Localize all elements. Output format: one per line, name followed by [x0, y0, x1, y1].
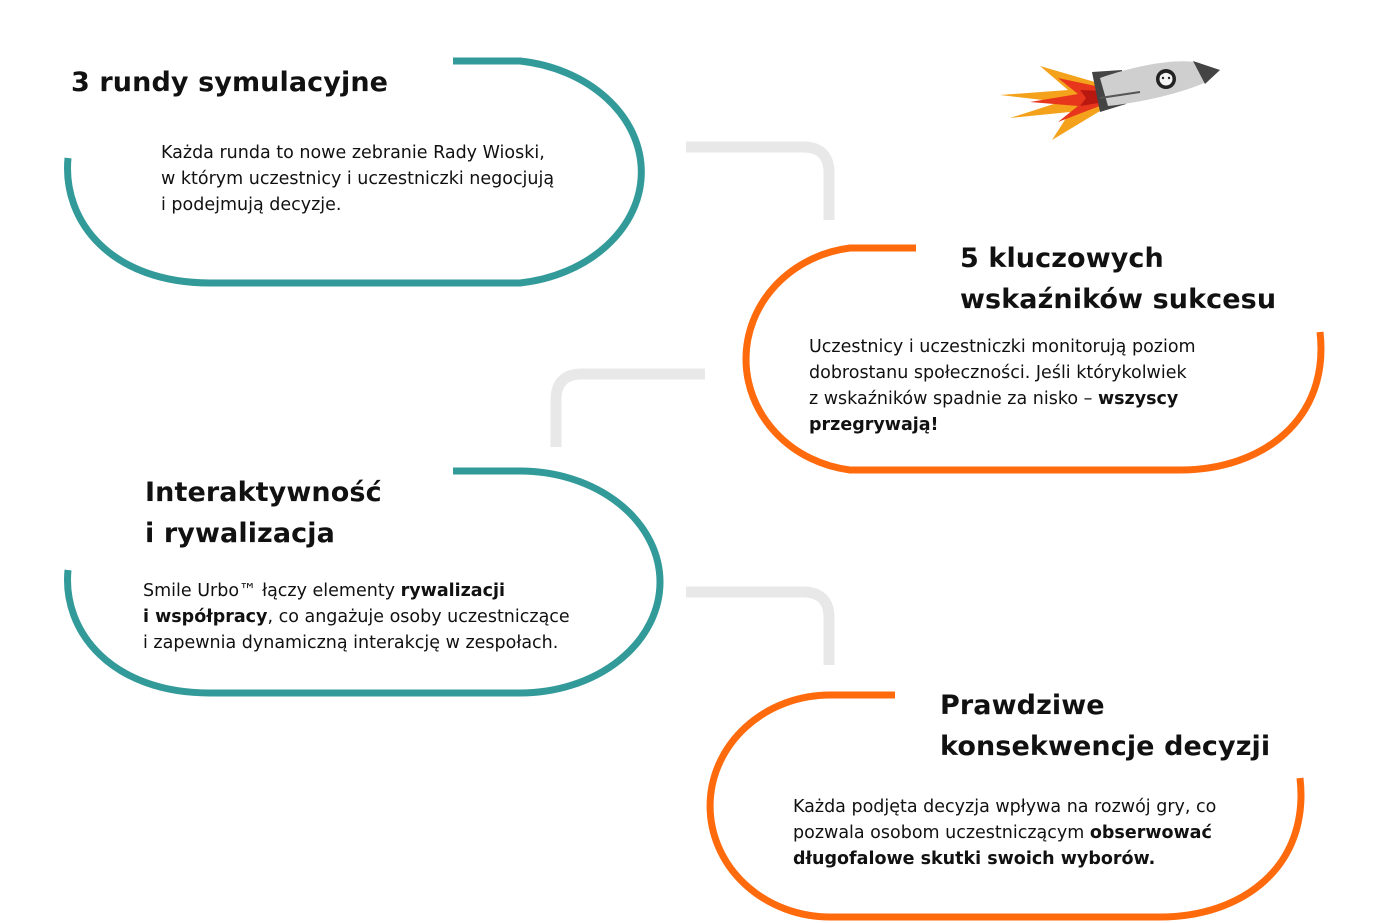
- card-body-line: Smile Urbo™ łączy elementy rywalizacji: [143, 578, 570, 604]
- card-indicators-description: Uczestnicy i uczestniczki monitorują poz…: [809, 334, 1196, 438]
- card-body-line: z wskaźników spadnie za nisko – wszyscy: [809, 386, 1196, 412]
- card-rounds-outline: [64, 57, 645, 287]
- card-body-line: i zapewnia dynamiczną interakcję w zespo…: [143, 630, 570, 656]
- rocket-icon: [1000, 61, 1220, 140]
- card-consequences-description: Każda podjęta decyzja wpływa na rozwój g…: [793, 794, 1216, 872]
- card-indicators-outline: [742, 244, 1325, 474]
- card-title-line: i rywalizacja: [145, 518, 335, 549]
- card-body-line: pozwala osobom uczestniczącym obserwować: [793, 820, 1216, 846]
- text-run: i zapewnia dynamiczną interakcję w zespo…: [143, 633, 559, 653]
- text-run: dobrostanu społeczności. Jeśli którykolw…: [809, 363, 1187, 383]
- text-run: Uczestnicy i uczestniczki monitorują poz…: [809, 337, 1196, 357]
- card-interactivity-outline: [64, 467, 664, 697]
- card-title-line: konsekwencje decyzji: [940, 731, 1271, 762]
- card-rounds-description: Każda runda to nowe zebranie Rady Wioski…: [161, 140, 554, 218]
- text-run-bold: i współpracy: [143, 607, 268, 627]
- text-run: z wskaźników spadnie za nisko –: [809, 389, 1098, 409]
- card-title-line: wskaźników sukcesu: [960, 284, 1277, 315]
- card-body-line: i podejmują decyzje.: [161, 192, 554, 218]
- card-title-line: Prawdziwe: [940, 690, 1105, 721]
- card-body-line: Każda runda to nowe zebranie Rady Wioski…: [161, 140, 554, 166]
- card-consequences-title: Prawdziwe konsekwencje decyzji: [940, 685, 1270, 767]
- card-body-line: i współpracy, co angażuje osoby uczestni…: [143, 604, 570, 630]
- text-run-bold: przegrywają!: [809, 415, 939, 435]
- card-interactivity-description: Smile Urbo™ łączy elementy rywalizacji i…: [143, 578, 570, 656]
- card-title-line: 3 rundy symulacyjne: [71, 67, 389, 98]
- card-rounds-title: 3 rundy symulacyjne: [71, 62, 388, 103]
- text-run-bold: obserwować: [1089, 823, 1212, 843]
- card-body-line: Uczestnicy i uczestniczki monitorują poz…: [809, 334, 1196, 360]
- text-run: Smile Urbo™ łączy elementy: [143, 581, 401, 601]
- text-run-bold: rywalizacji: [400, 581, 505, 601]
- connector-1: [686, 141, 835, 220]
- connector-3: [686, 586, 835, 665]
- card-interactivity-title: Interaktywność i rywalizacja: [145, 472, 382, 554]
- card-body-line: Każda podjęta decyzja wpływa na rozwój g…: [793, 794, 1216, 820]
- card-indicators-title: 5 kluczowych wskaźników sukcesu: [960, 238, 1276, 320]
- card-title-line: Interaktywność: [145, 477, 382, 508]
- card-body-line: dobrostanu społeczności. Jeśli którykolw…: [809, 360, 1196, 386]
- card-body-line: w którym uczestnicy i uczestniczki negoc…: [161, 166, 554, 192]
- card-title-line: 5 kluczowych: [960, 243, 1164, 274]
- text-run: Każda podjęta decyzja wpływa na rozwój g…: [793, 797, 1217, 817]
- text-run: i podejmują decyzje.: [161, 195, 342, 215]
- text-run: pozwala osobom uczestniczącym: [793, 823, 1090, 843]
- text-run: Każda runda to nowe zebranie Rady Wioski…: [161, 143, 545, 163]
- card-consequences-outline: [706, 691, 1305, 921]
- text-run-bold: wszyscy: [1097, 389, 1179, 409]
- card-body-line: długofalowe skutki swoich wyborów.: [793, 846, 1216, 872]
- connector-2: [550, 368, 705, 447]
- text-run: w którym uczestnicy i uczestniczki negoc…: [161, 169, 555, 189]
- card-body-line: przegrywają!: [809, 412, 1196, 438]
- text-run-bold: długofalowe skutki swoich wyborów.: [793, 849, 1156, 869]
- text-run: , co angażuje osoby uczestniczące: [267, 607, 570, 627]
